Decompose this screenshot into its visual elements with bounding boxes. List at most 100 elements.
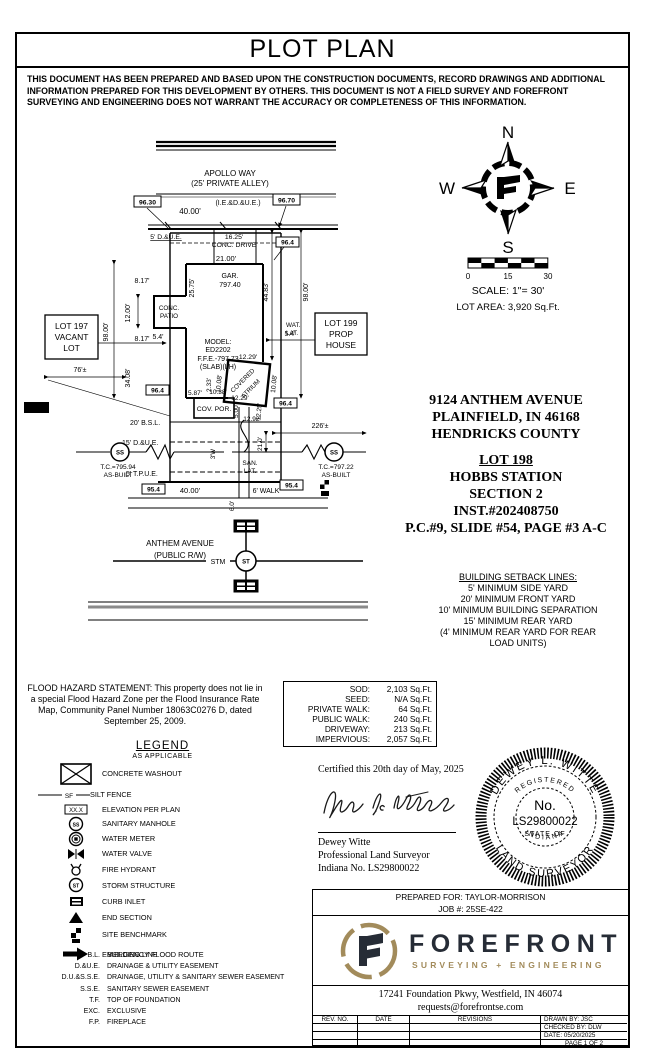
- abbr-key: D.U.&S.S.E.: [61, 974, 100, 982]
- legend-label: FIRE HYDRANT: [102, 864, 156, 874]
- apollo-way-street: [146, 140, 338, 230]
- lot197-box: LOT 197 VACANT LOT: [44, 314, 99, 360]
- legend: LEGEND AS APPLICABLE CONCRETE WASHOUT SF…: [38, 740, 275, 964]
- elevation-box: 96.4: [273, 236, 300, 261]
- lot-label: PROP: [329, 329, 353, 339]
- elevation-box: 96.4: [145, 384, 170, 396]
- dim-label: 21.00': [216, 254, 237, 263]
- lot-label: VACANT: [55, 332, 89, 342]
- utility-label: STM: [211, 559, 226, 566]
- page-title: PLOT PLAN: [249, 34, 396, 63]
- prepared-for: PREPARED FOR: TAYLOR-MORRISON: [395, 892, 546, 902]
- setbacks-heading: BUILDING SETBACK LINES:: [458, 572, 578, 582]
- rev-cell: [313, 1040, 358, 1048]
- rev-cell: [410, 1040, 541, 1048]
- compass-f-logo-icon: [497, 175, 520, 199]
- rev-cell: [410, 1024, 541, 1032]
- dim-label: 8.17': [135, 278, 150, 285]
- street-sublabel: (25' PRIVATE ALLEY): [191, 179, 269, 188]
- scale-bar: 0 15 30 SCALE: 1"= 30' LOT AREA: 3,920 S…: [456, 257, 560, 313]
- area-label: SOD:: [349, 684, 370, 694]
- certification-block: Certified this 20th day of May, 2025 Dew…: [318, 764, 488, 875]
- area-value: 213 Sq.Ft.: [393, 724, 432, 734]
- area-label: SEED:: [345, 694, 370, 704]
- address-line: PLAINFIELD, IN 46168: [432, 410, 580, 425]
- rev-header: REV. NO.: [313, 1016, 358, 1024]
- setback-line: LOAD UNITS): [489, 638, 547, 648]
- plan-date: DATE: 05/20/2025: [541, 1032, 627, 1040]
- dim-label: CONC. DRIVE: [212, 242, 257, 249]
- rev-cell: [358, 1040, 410, 1048]
- dim-label: 797.40: [219, 282, 241, 289]
- scale-tick: 30: [544, 272, 553, 281]
- elevation-box: 96.30: [133, 195, 162, 208]
- drawn-by: DRAWN BY: JSC: [541, 1016, 627, 1024]
- model-label: MODEL:: [205, 339, 232, 346]
- dim-label: 16.25': [225, 234, 243, 241]
- dim-label: 15' D.&U.E.: [122, 440, 158, 447]
- legend-item: WATER VALVE: [50, 846, 275, 861]
- model-label: ED2202: [205, 347, 230, 354]
- elevation-box: 96.4: [273, 397, 298, 409]
- dim-label: 98.00': [103, 323, 110, 342]
- dim-label: 6.0': [229, 501, 236, 511]
- abbr-row: T.F.TOP OF FOUNDATION: [45, 997, 290, 1006]
- rev-cell: [410, 1032, 541, 1040]
- elevation-value: 95.4: [147, 487, 160, 494]
- abbr-row: S.S.E.SANITARY SEWER EASEMENT: [45, 986, 290, 995]
- checked-by: CHECKED BY: DLW: [541, 1024, 627, 1032]
- area-value: N/A Sq.Ft.: [394, 694, 432, 704]
- dim-label: 6' WALK: [253, 488, 280, 495]
- street-sublabel: (PUBLIC R/W): [154, 551, 206, 560]
- legend-label: WATER VALVE: [102, 849, 153, 858]
- setback-line: (4' MINIMUM REAR YARD FOR REAR: [440, 627, 596, 637]
- revision-table: REV. NO. DATE REVISIONS DRAWN BY: JSC CH…: [313, 1016, 628, 1048]
- setback-line: 20' MINIMUM FRONT YARD: [460, 594, 576, 604]
- area-label: DRIVEWAY:: [324, 724, 370, 734]
- tc-label: T.C.=797.22: [318, 464, 354, 471]
- dim-label: 5' D.&U.E.: [150, 234, 182, 241]
- dim-label: 44.83': [263, 283, 270, 302]
- lot-number: LOT 198: [479, 453, 533, 468]
- dim-label: 5.00': [233, 404, 240, 418]
- legend-label: WATER METER: [102, 834, 156, 843]
- lot-info-line: SECTION 2: [469, 487, 543, 502]
- abbr-meaning: DRAINAGE, UTILITY & SANITARY SEWER EASEM…: [107, 974, 285, 982]
- abbr-key: F.P.: [88, 1019, 100, 1027]
- seal-registered: REGISTERED: [514, 777, 575, 795]
- dim-label: 10.08': [215, 374, 224, 393]
- legend-item: XX.X ELEVATION PER PLAN: [50, 802, 275, 816]
- scale-bar-blocks: [467, 257, 549, 269]
- legend-item: CONCRETE WASHOUT: [50, 760, 275, 787]
- lot-label: LOT 199: [325, 318, 358, 328]
- legend-label: END SECTION: [102, 912, 152, 922]
- dim-label: 40.00': [179, 207, 201, 216]
- legend-item: ST STORM STRUCTURE: [50, 877, 275, 893]
- site-plan-drawing: APOLLO WAY (25' PRIVATE ALLEY) (I.E.&D.&…: [24, 140, 368, 621]
- legend-label: STORM STRUCTURE: [102, 880, 176, 890]
- dim-label: 20' B.S.L.: [130, 420, 160, 427]
- compass-west: W: [439, 179, 455, 198]
- dim-label: 5.87': [188, 390, 202, 397]
- dim-label: 12.00': [125, 304, 132, 323]
- elevation-value: 96.4: [281, 240, 294, 247]
- lot-label: HOUSE: [326, 340, 357, 350]
- site-benchmark-icon: [71, 927, 81, 943]
- setback-line: 5' MINIMUM SIDE YARD: [468, 583, 568, 593]
- legend-label: SITE BENCHMARK: [102, 930, 167, 939]
- street-edge-lines: [88, 601, 368, 621]
- dim-label: GAR.: [221, 273, 238, 280]
- abbr-meaning: DRAINAGE & UTILITY EASEMENT: [107, 963, 219, 971]
- signature: [323, 791, 455, 819]
- company-logo-row: FOREFRONT SURVEYING + ENGINEERING: [313, 916, 628, 986]
- surveyor-role: Professional Land Surveyor: [318, 850, 430, 861]
- house-outline: [153, 263, 272, 419]
- curb-inlet-icon: [69, 896, 83, 906]
- dimension-lines: [43, 228, 367, 453]
- abbr-key: S.S.E.: [80, 985, 100, 993]
- abbr-row: D.U.&S.S.E. DRAINAGE, UTILITY & SANITARY …: [45, 974, 290, 983]
- address-line: HENDRICKS COUNTY: [431, 427, 581, 442]
- concrete-washout-icon: [60, 762, 92, 785]
- legend-label: ELEVATION PER PLAN: [102, 804, 180, 814]
- svg-text:REGISTERED: REGISTERED: [514, 777, 576, 795]
